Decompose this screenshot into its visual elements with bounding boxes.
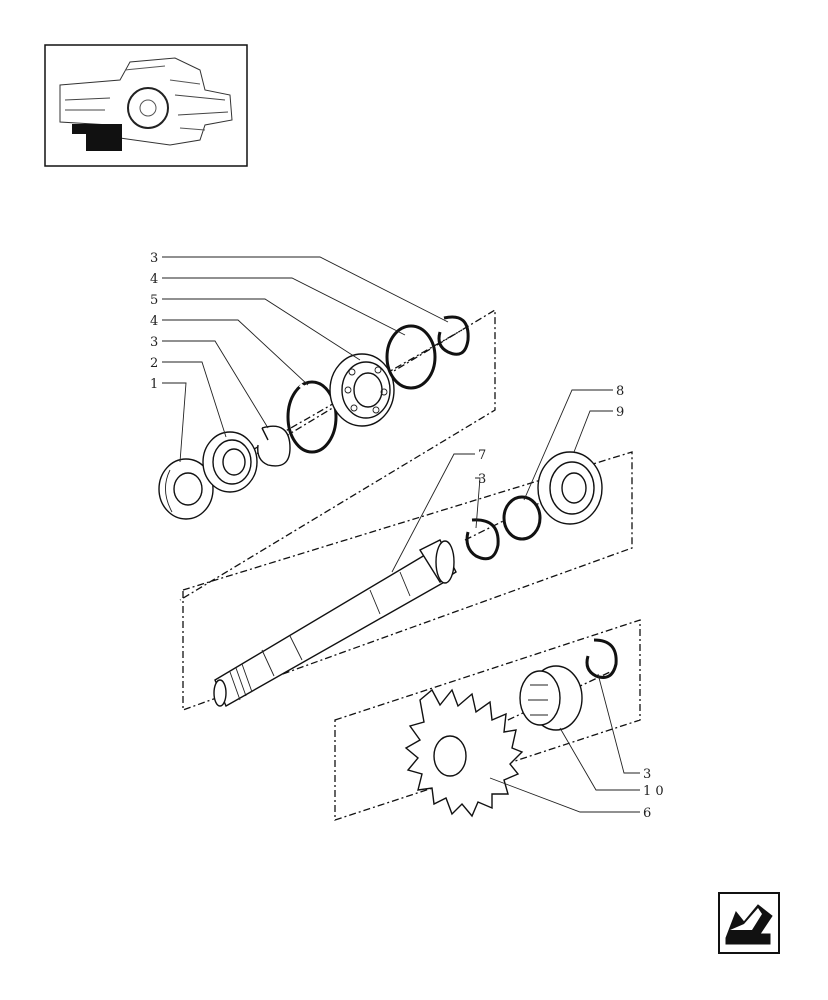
part-3-snap-ring-a xyxy=(257,425,291,467)
part-5-roller-bearing xyxy=(329,353,395,427)
locator-thumbnail xyxy=(44,44,248,167)
callout-1: 1 xyxy=(150,377,158,392)
part-3-snap-ring-b xyxy=(437,315,470,356)
callout-4-b: 4 xyxy=(150,314,158,329)
callout-3-c: 3 xyxy=(478,472,486,487)
transmission-locator-thumbnail-icon xyxy=(59,57,233,151)
part-9-bearing xyxy=(537,451,603,525)
previous-page-arrow-icon[interactable] xyxy=(718,892,780,954)
part-4-circlip-b xyxy=(385,324,437,390)
part-8-spacer-ring xyxy=(502,495,542,541)
part-3-snap-ring-d xyxy=(585,638,618,679)
part-7-shaft xyxy=(213,539,457,707)
part-3-snap-ring-c xyxy=(465,518,500,561)
callout-6: 6 xyxy=(643,806,651,821)
callout-10: 1 0 xyxy=(643,784,664,799)
callout-8: 8 xyxy=(616,384,624,399)
leader-lines xyxy=(162,256,640,813)
callout-9: 9 xyxy=(616,405,624,420)
callout-4-a: 4 xyxy=(150,272,158,287)
part-4-circlip-a xyxy=(286,380,338,454)
callout-2: 2 xyxy=(150,356,158,371)
callout-3-a: 3 xyxy=(150,251,158,266)
callout-labels: 3 4 5 4 3 2 1 8 9 7 3 3 1 0 6 xyxy=(150,251,664,821)
callout-3-b: 3 xyxy=(150,335,158,350)
part-10-sleeve xyxy=(519,665,583,731)
part-6-gear xyxy=(404,688,524,818)
part-2-bearing xyxy=(202,431,258,493)
callout-5: 5 xyxy=(150,293,158,308)
callout-3-d: 3 xyxy=(643,767,651,782)
callout-7: 7 xyxy=(478,448,486,463)
part-1-seal-ring xyxy=(158,458,214,520)
